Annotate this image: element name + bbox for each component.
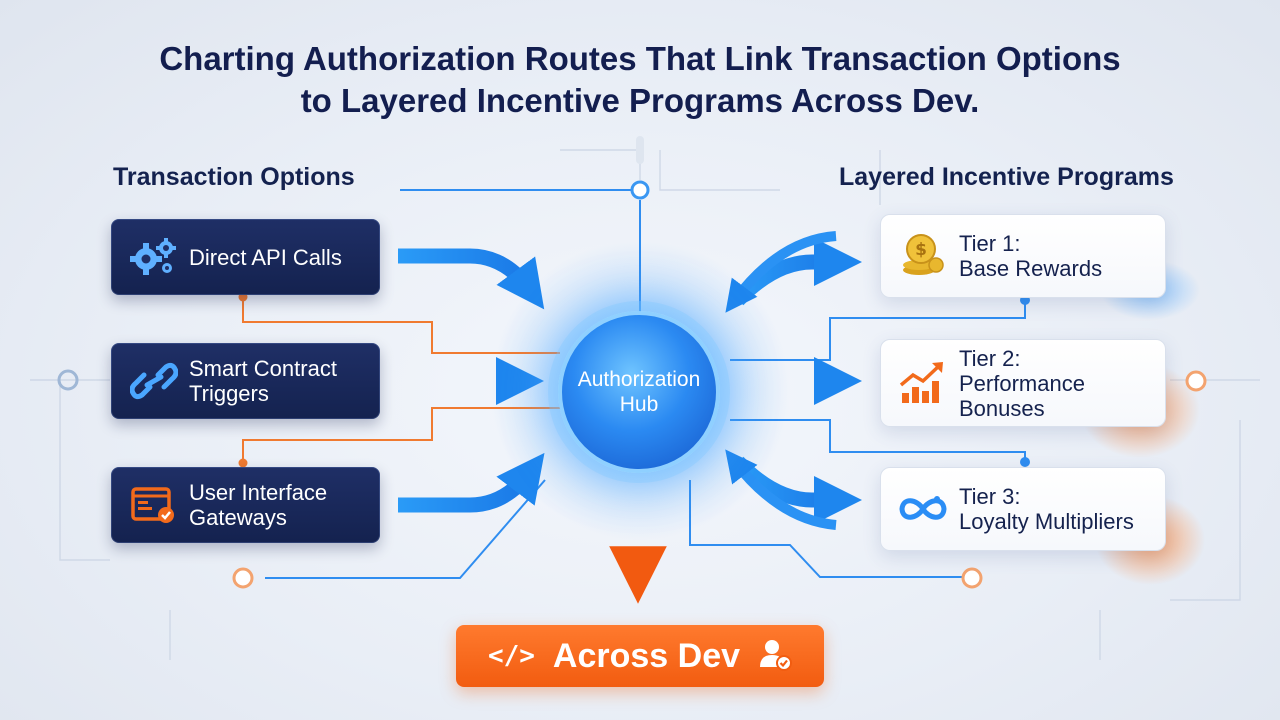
tier-label-line1: Tier 1: bbox=[959, 231, 1021, 256]
option-card-smart-contract-triggers: Smart Contract Triggers bbox=[111, 343, 380, 419]
page-title: Charting Authorization Routes That Link … bbox=[0, 38, 1280, 122]
tier-label-line1: Tier 2: bbox=[959, 345, 1021, 371]
node-dot-top bbox=[630, 180, 650, 200]
node-dot-orange-bottom-left bbox=[232, 567, 254, 589]
gears-icon bbox=[129, 237, 179, 277]
title-line-1: Charting Authorization Routes That Link … bbox=[159, 40, 1121, 77]
blue-connector-lines bbox=[265, 189, 1026, 579]
node-dot-left-background bbox=[57, 369, 79, 391]
option-card-user-interface-gateways: User Interface Gateways bbox=[111, 467, 380, 543]
hub-label-line1: Authorization bbox=[577, 368, 701, 391]
arrow-api-to-hub bbox=[398, 248, 545, 310]
svg-text:$: $ bbox=[915, 240, 927, 260]
hub-label-line2: Hub bbox=[619, 393, 659, 416]
chain-link-icon bbox=[129, 361, 179, 401]
title-line-2: to Layered Incentive Programs Across Dev… bbox=[300, 82, 980, 119]
inbound-arrows bbox=[398, 248, 545, 513]
node-dot-orange-right bbox=[1185, 370, 1207, 392]
node-dot-orange-2 bbox=[238, 458, 248, 468]
transaction-options-heading: Transaction Options bbox=[113, 163, 355, 191]
arrow-tier1-return bbox=[725, 231, 837, 313]
option-label-line1: Direct API Calls bbox=[189, 244, 342, 270]
tier-label-line2: Base Rewards bbox=[959, 256, 1103, 281]
option-label-line1: Smart Contract bbox=[189, 356, 337, 381]
option-label-line2: Gateways bbox=[189, 505, 287, 530]
authorization-hub: Authorization Hub bbox=[558, 311, 720, 473]
coins-icon: $ bbox=[897, 230, 949, 282]
across-dev-button[interactable]: </> Across Dev bbox=[456, 625, 824, 687]
return-arrows bbox=[725, 231, 837, 530]
code-brackets-icon: </> bbox=[487, 641, 535, 671]
tier-card-loyalty-multipliers: Tier 3: Loyalty Multipliers bbox=[880, 467, 1166, 551]
tier-card-base-rewards: $ Tier 1: Base Rewards bbox=[880, 214, 1166, 298]
option-label-line1: User Interface bbox=[189, 480, 328, 505]
bar-chart-up-icon bbox=[897, 357, 949, 409]
tier-label-line2: Loyalty Multipliers bbox=[959, 509, 1134, 534]
option-label-line2: Triggers bbox=[189, 381, 269, 406]
tier-label-line2: Performance bbox=[959, 370, 1085, 396]
node-dot-orange-bottom-right bbox=[961, 567, 983, 589]
tier-label-line1: Tier 3: bbox=[959, 484, 1021, 509]
option-card-direct-api-calls: Direct API Calls bbox=[111, 219, 380, 295]
node-dot-tier3 bbox=[1020, 457, 1030, 467]
user-check-icon bbox=[758, 637, 793, 676]
browser-window-icon bbox=[129, 485, 179, 525]
across-dev-label: Across Dev bbox=[552, 636, 741, 675]
orange-connector-lines bbox=[242, 298, 560, 462]
infinity-icon bbox=[897, 483, 949, 535]
tier-card-performance-bonuses: Tier 2: Performance Bonuses bbox=[880, 339, 1166, 427]
outbound-arrows bbox=[730, 237, 863, 525]
tier-label-line3: Bonuses bbox=[959, 395, 1045, 421]
arrow-gateway-to-hub bbox=[398, 452, 545, 513]
arrow-tier3-return bbox=[725, 449, 837, 530]
incentive-programs-heading: Layered Incentive Programs bbox=[839, 163, 1174, 191]
